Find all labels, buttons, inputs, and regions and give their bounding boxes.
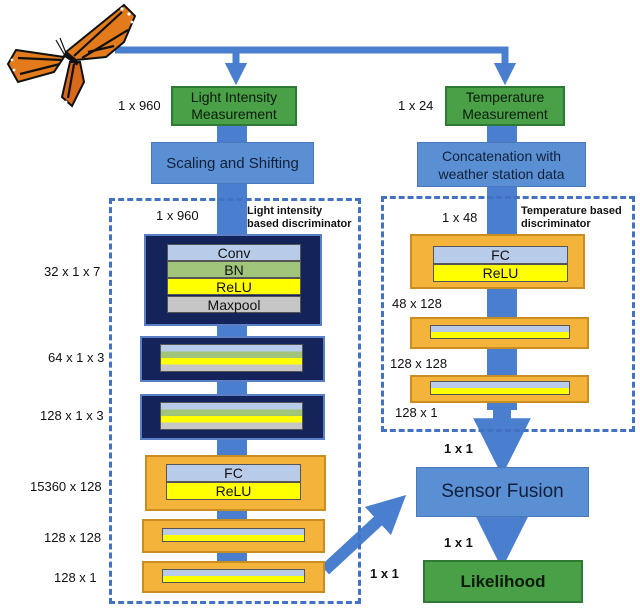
- fc-relu-layer: ReLU: [166, 482, 301, 500]
- likelihood-label: Likelihood: [460, 571, 546, 591]
- concatenation-box: Concatenation with weather station data: [417, 142, 586, 187]
- fc-block-2-layers: [162, 528, 305, 542]
- temp-block4-dim: 128 x 1: [395, 405, 438, 420]
- fusion-input-dim-temp: 1 x 1: [444, 441, 473, 456]
- block2-dim: 64 x 1 x 3: [48, 350, 105, 365]
- temp-input-dim: 1 x 24: [398, 98, 434, 113]
- temp-block3-dim: 128 x 128: [390, 356, 448, 371]
- temp-fc-block-3-layers: [430, 381, 570, 395]
- fc-block-3-layers: [162, 569, 305, 583]
- scaling-shifting-box: Scaling and Shifting: [151, 142, 314, 184]
- concatenation-line2: weather station data: [438, 165, 565, 182]
- relu-layer: ReLU: [167, 278, 301, 295]
- block5-dim: 128 x 128: [44, 530, 102, 545]
- fusion-output-dim: 1 x 1: [444, 535, 473, 550]
- light-title-line2: Measurement: [191, 106, 277, 122]
- concatenation-line1: Concatenation with: [441, 147, 562, 164]
- conv-layer: Conv: [167, 244, 301, 261]
- fc-layer: FC: [166, 464, 301, 482]
- maxpool-layer: Maxpool: [167, 296, 301, 313]
- conv-block-2-layers: [160, 344, 303, 372]
- temp-block2-dim: 48 x 128: [392, 296, 442, 311]
- light-disc-input-dim: 1 x 960: [156, 208, 199, 223]
- scaling-shifting-label: Scaling and Shifting: [166, 154, 299, 172]
- light-discriminator-frame: [109, 198, 361, 604]
- temp-fc-block-2-layers: [430, 325, 570, 339]
- temperature-discriminator-frame: [381, 196, 635, 432]
- sensor-fusion-box: Sensor Fusion: [416, 467, 589, 517]
- temperature-measurement: Temperature Measurement: [445, 86, 565, 126]
- block6-dim: 128 x 1: [54, 570, 97, 585]
- conv-block-3-layers: [160, 402, 303, 430]
- light-intensity-measurement: Light Intensity Measurement: [171, 86, 297, 126]
- light-input-dim: 1 x 960: [118, 98, 161, 113]
- temp-title-line2: Measurement: [462, 106, 548, 122]
- butterfly-icon: [6, 3, 137, 108]
- temp-title-line1: Temperature: [465, 89, 545, 105]
- temp-disc-input-dim: 1 x 48: [442, 210, 478, 225]
- top-connector: [115, 46, 517, 86]
- fusion-input-dim-light: 1 x 1: [370, 566, 399, 581]
- temperature-discriminator-label: Temperature based discriminator: [521, 205, 622, 230]
- temp-relu-layer: ReLU: [433, 264, 568, 282]
- light-discriminator-label: Light intensity based discriminator: [247, 205, 352, 230]
- block3-dim: 128 x 1 x 3: [40, 408, 104, 423]
- block1-dim: 32 x 1 x 7: [44, 264, 101, 279]
- likelihood-box: Likelihood: [423, 560, 583, 603]
- sensor-fusion-label: Sensor Fusion: [441, 481, 564, 502]
- light-title-line1: Light Intensity: [190, 89, 278, 105]
- block4-dim: 15360 x 128: [30, 479, 102, 494]
- temp-fc-layer: FC: [433, 246, 568, 264]
- bn-layer: BN: [167, 261, 301, 278]
